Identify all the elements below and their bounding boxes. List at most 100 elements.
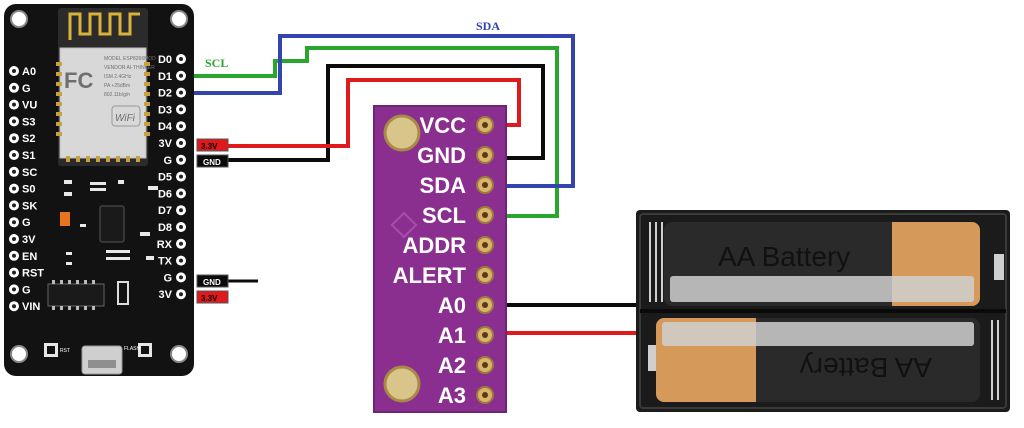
rst-button-label: RST xyxy=(60,348,70,354)
usb-uart-chip xyxy=(47,283,105,307)
ads-pin-3: SCL xyxy=(422,203,494,228)
left-pin-3: S3 xyxy=(9,116,35,128)
left-pin-5: S1 xyxy=(9,150,35,162)
ads-pin-8: A2 xyxy=(438,353,494,378)
right-pin-9: D7 xyxy=(158,205,186,217)
esp-castellation-pins xyxy=(56,62,150,162)
smd-components xyxy=(60,180,158,265)
spring-icon xyxy=(649,222,663,302)
left-pin-14: VIN xyxy=(9,301,40,313)
right-pin-3: D3 xyxy=(158,104,186,116)
svg-text:3.3V: 3.3V xyxy=(201,142,218,151)
right-pin-label: D4 xyxy=(158,121,173,133)
right-pin-13: G xyxy=(163,272,186,284)
right-pin-10: D8 xyxy=(158,222,186,234)
antenna-trace-icon xyxy=(68,12,140,40)
spring-icon xyxy=(991,320,999,400)
fcc-logo-icon: FC xyxy=(64,68,93,93)
tag-3v3-top: 3.3V xyxy=(196,138,229,152)
right-pin-1: D1 xyxy=(158,70,186,83)
left-pin-label: VIN xyxy=(22,301,40,313)
ads-pin-9: A3 xyxy=(438,383,494,408)
mount-hole-icon xyxy=(170,10,188,28)
left-pin-label: SK xyxy=(22,200,37,212)
left-pin-label: G xyxy=(22,284,31,296)
right-pin-label: TX xyxy=(158,256,173,268)
left-pin-13: G xyxy=(9,284,31,296)
gnd-wire xyxy=(228,64,545,162)
right-pin-label: D7 xyxy=(158,205,172,217)
ads-pin-label: A1 xyxy=(438,323,466,348)
wifi-badge-icon xyxy=(111,105,141,127)
right-pin-7: D5 xyxy=(158,171,186,184)
left-pin-6: SC xyxy=(9,166,37,179)
svg-text:GND: GND xyxy=(203,278,221,287)
esp-shield xyxy=(59,47,147,159)
left-pin-label: RST xyxy=(22,268,44,280)
ads-pin-5: ALERT xyxy=(393,263,494,288)
left-pin-7: S0 xyxy=(9,183,35,196)
battery-bottom-label: AA Battery xyxy=(800,352,932,383)
right-pin-6: G xyxy=(163,154,186,167)
vcc-wire xyxy=(228,78,521,148)
right-pin-0: D0 xyxy=(158,54,186,66)
right-pin-label: G xyxy=(163,155,172,167)
right-pin-11: RX xyxy=(157,238,186,251)
ads-pin-label: ADDR xyxy=(402,233,466,258)
right-pin-label: 3V xyxy=(159,289,173,301)
left-pin-label: A0 xyxy=(22,66,36,78)
left-pin-label: SC xyxy=(22,167,37,179)
right-pin-label: D6 xyxy=(158,188,172,200)
battery-top-label: AA Battery xyxy=(718,241,850,272)
ads-pin-1: GND xyxy=(417,143,494,168)
left-pin-label: G xyxy=(22,217,31,229)
battery-holder: AA Battery AA Battery xyxy=(636,210,1010,412)
right-pin-2: D2 xyxy=(158,87,186,100)
module-line-4: PA +25dBm xyxy=(104,83,130,89)
ads-pin-6: A0 xyxy=(438,293,494,318)
ads-pin-label: SDA xyxy=(420,173,467,198)
ads-pin-4: ADDR xyxy=(402,233,494,258)
ads-pin-label: GND xyxy=(417,143,466,168)
left-pin-9: G xyxy=(9,217,31,229)
right-pin-label: D3 xyxy=(158,104,172,116)
ads-pin-label: SCL xyxy=(422,203,466,228)
flash-button-label: FLASH xyxy=(124,346,141,352)
sda-wire-label: SDA xyxy=(476,19,500,33)
right-pin-label: D0 xyxy=(158,54,172,66)
left-pin-0: A0 xyxy=(9,66,36,78)
ads-pin-label: A2 xyxy=(438,353,466,378)
mount-hole-icon xyxy=(383,365,421,403)
tag-gnd-top: GND xyxy=(196,154,229,168)
aa-battery-bottom: AA Battery xyxy=(656,318,980,402)
left-pin-4: S2 xyxy=(9,133,35,145)
left-pin-label: 3V xyxy=(22,234,36,246)
left-pin-11: EN xyxy=(9,251,37,263)
ads-pin-0: VCC xyxy=(420,113,494,138)
left-pin-12: RST xyxy=(9,267,44,280)
right-pin-label: D1 xyxy=(158,71,172,83)
left-pin-label: S0 xyxy=(22,184,35,196)
ads-pin-label: A3 xyxy=(438,383,466,408)
left-pin-label: S3 xyxy=(22,116,35,128)
module-line-1: MODEL ESP8266MOD xyxy=(104,56,156,62)
left-pin-label: VU xyxy=(22,100,37,112)
right-pin-label: G xyxy=(163,272,172,284)
right-pin-8: D6 xyxy=(158,188,186,200)
aa-battery-top: AA Battery xyxy=(664,222,980,306)
left-pin-label: S2 xyxy=(22,133,35,145)
ads-pin-label: A0 xyxy=(438,293,466,318)
left-pin-label: G xyxy=(22,83,31,95)
ads-pin-2: SDA xyxy=(420,173,494,198)
right-pin-label: RX xyxy=(157,239,173,251)
left-pin-label: EN xyxy=(22,251,37,263)
nodemcu-board: FC MODEL ESP8266MOD VENDOR AI-THINKER IS… xyxy=(4,4,194,376)
right-pin-4: D4 xyxy=(158,121,186,133)
module-line-5: 802.11b/g/n xyxy=(104,92,130,98)
right-pin-label: D8 xyxy=(158,222,172,234)
mount-hole-icon xyxy=(170,345,188,363)
